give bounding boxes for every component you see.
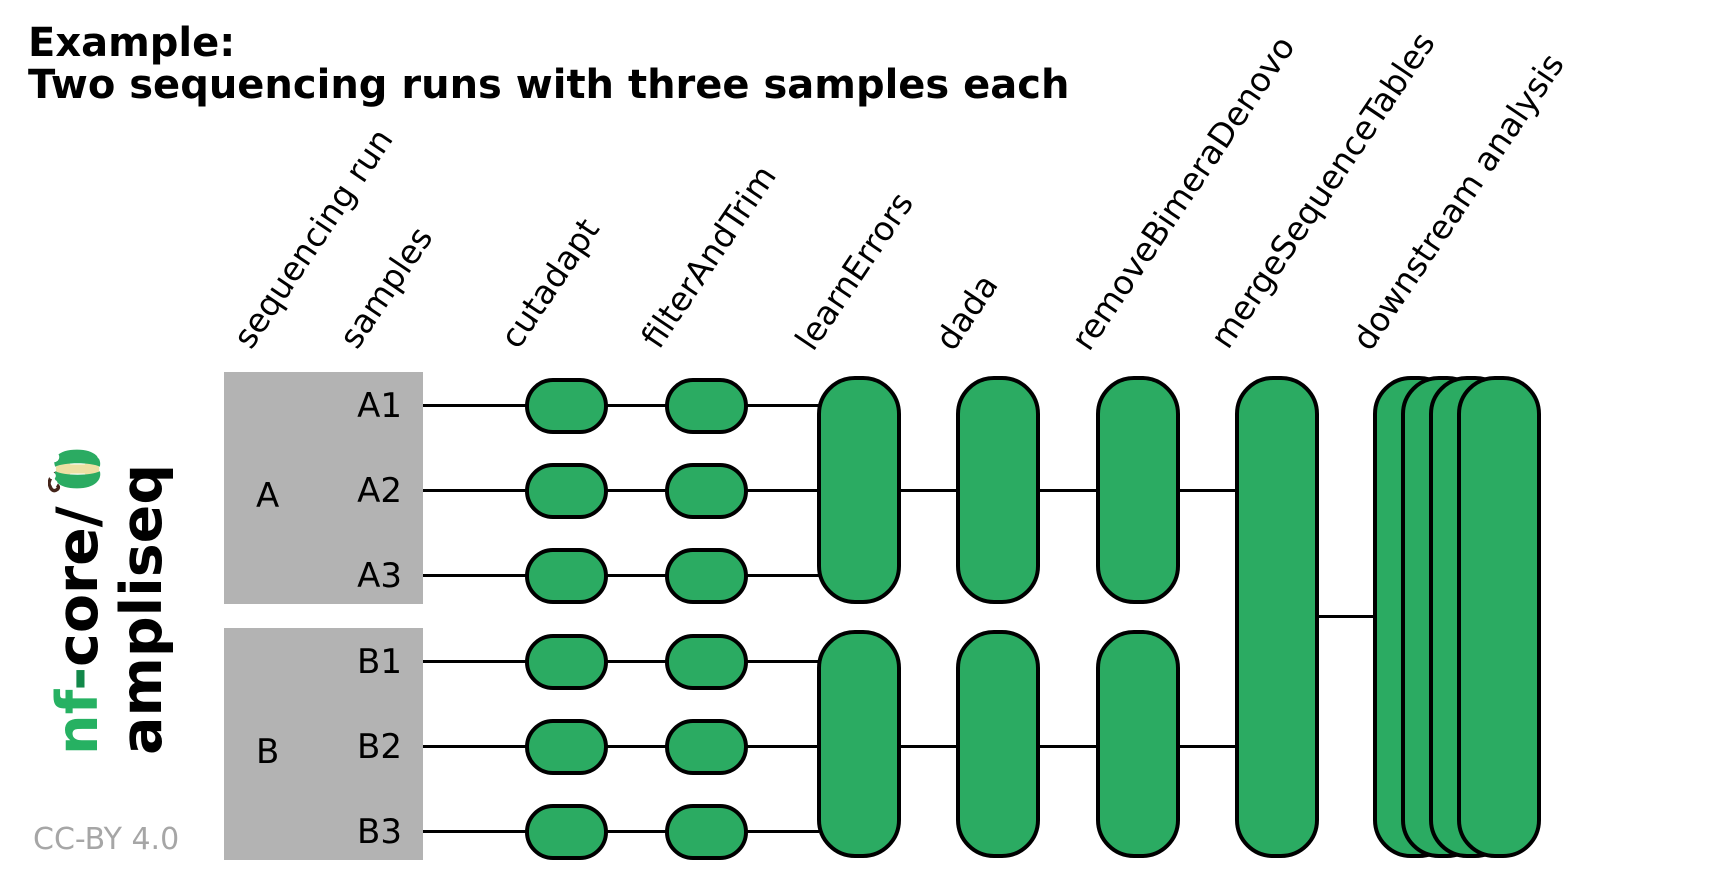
connector-line: [898, 489, 958, 492]
run-box-B: [224, 628, 423, 860]
process-removeBimeraDenovo-B: [1096, 630, 1180, 858]
connector-line: [423, 745, 527, 748]
sample-label-A3: A3: [357, 556, 402, 596]
process-dada-A: [956, 376, 1040, 604]
process-cutadapt-A1: [525, 378, 608, 434]
connector-line: [746, 830, 819, 833]
connector-line: [423, 830, 527, 833]
connector-line: [606, 660, 667, 663]
brand-nf-text: nf: [45, 690, 111, 755]
connector-line: [898, 745, 958, 748]
process-filterAndTrim-B1: [665, 634, 748, 690]
connector-line: [1316, 615, 1376, 618]
connector-line: [606, 404, 667, 407]
run-label-A: A: [256, 476, 280, 516]
sample-label-B2: B2: [357, 727, 402, 767]
connector-line: [746, 574, 819, 577]
connector-line: [423, 660, 527, 663]
process-removeBimeraDenovo-A: [1096, 376, 1180, 604]
connector-line: [606, 830, 667, 833]
brand-core-text: core/: [45, 506, 111, 667]
connector-line: [606, 745, 667, 748]
column-label-cutadapt: cutadapt: [492, 211, 608, 356]
connector-line: [746, 745, 819, 748]
process-dada-B: [956, 630, 1040, 858]
run-label-B: B: [256, 732, 280, 772]
title-line2: Two sequencing runs with three samples e…: [28, 62, 1070, 108]
process-cutadapt-B1: [525, 634, 608, 690]
sample-label-A1: A1: [357, 386, 402, 426]
process-learnErrors-B: [817, 630, 901, 858]
process-learnErrors-A: [817, 376, 901, 604]
run-box-A: [224, 372, 423, 604]
connector-line: [606, 574, 667, 577]
connector-line: [423, 574, 527, 577]
title-line1: Example:: [28, 20, 236, 66]
sample-label-A2: A2: [357, 471, 402, 511]
process-cutadapt-A2: [525, 463, 608, 519]
brand-lockup: nf-core/ ampliseq: [45, 449, 175, 755]
connector-line: [1178, 489, 1237, 492]
process-downstream-analysis-card-4: [1457, 376, 1541, 858]
connector-line: [423, 404, 527, 407]
process-filterAndTrim-A3: [665, 548, 748, 604]
process-cutadapt-B2: [525, 719, 608, 775]
process-cutadapt-A3: [525, 548, 608, 604]
column-label-learnErrors: learnErrors: [787, 185, 922, 358]
connector-line: [423, 489, 527, 492]
brand-line1: nf-core/: [45, 449, 111, 755]
apple-core-icon: [47, 449, 105, 493]
column-label-filterAndTrim: filterAndTrim: [633, 158, 784, 356]
sample-label-B3: B3: [357, 812, 402, 852]
process-cutadapt-B3: [525, 804, 608, 860]
column-label-samples: samples: [331, 219, 441, 356]
process-filterAndTrim-B2: [665, 719, 748, 775]
connector-line: [746, 489, 819, 492]
process-filterAndTrim-A2: [665, 463, 748, 519]
process-filterAndTrim-A1: [665, 378, 748, 434]
connector-line: [1038, 745, 1098, 748]
connector-line: [746, 404, 819, 407]
column-label-dada: dada: [927, 267, 1006, 358]
connector-line: [1178, 745, 1237, 748]
figure-title: Example: Two sequencing runs with three …: [28, 22, 1069, 106]
sample-label-B1: B1: [357, 642, 402, 682]
process-filterAndTrim-B3: [665, 804, 748, 860]
license-text: CC-BY 4.0: [33, 822, 180, 857]
connector-line: [746, 660, 819, 663]
connector-line: [1038, 489, 1098, 492]
brand-pipeline-name: ampliseq: [109, 463, 175, 755]
connector-line: [606, 489, 667, 492]
brand-hyphen: -: [45, 666, 111, 691]
process-mergeSequenceTables: [1235, 376, 1319, 858]
